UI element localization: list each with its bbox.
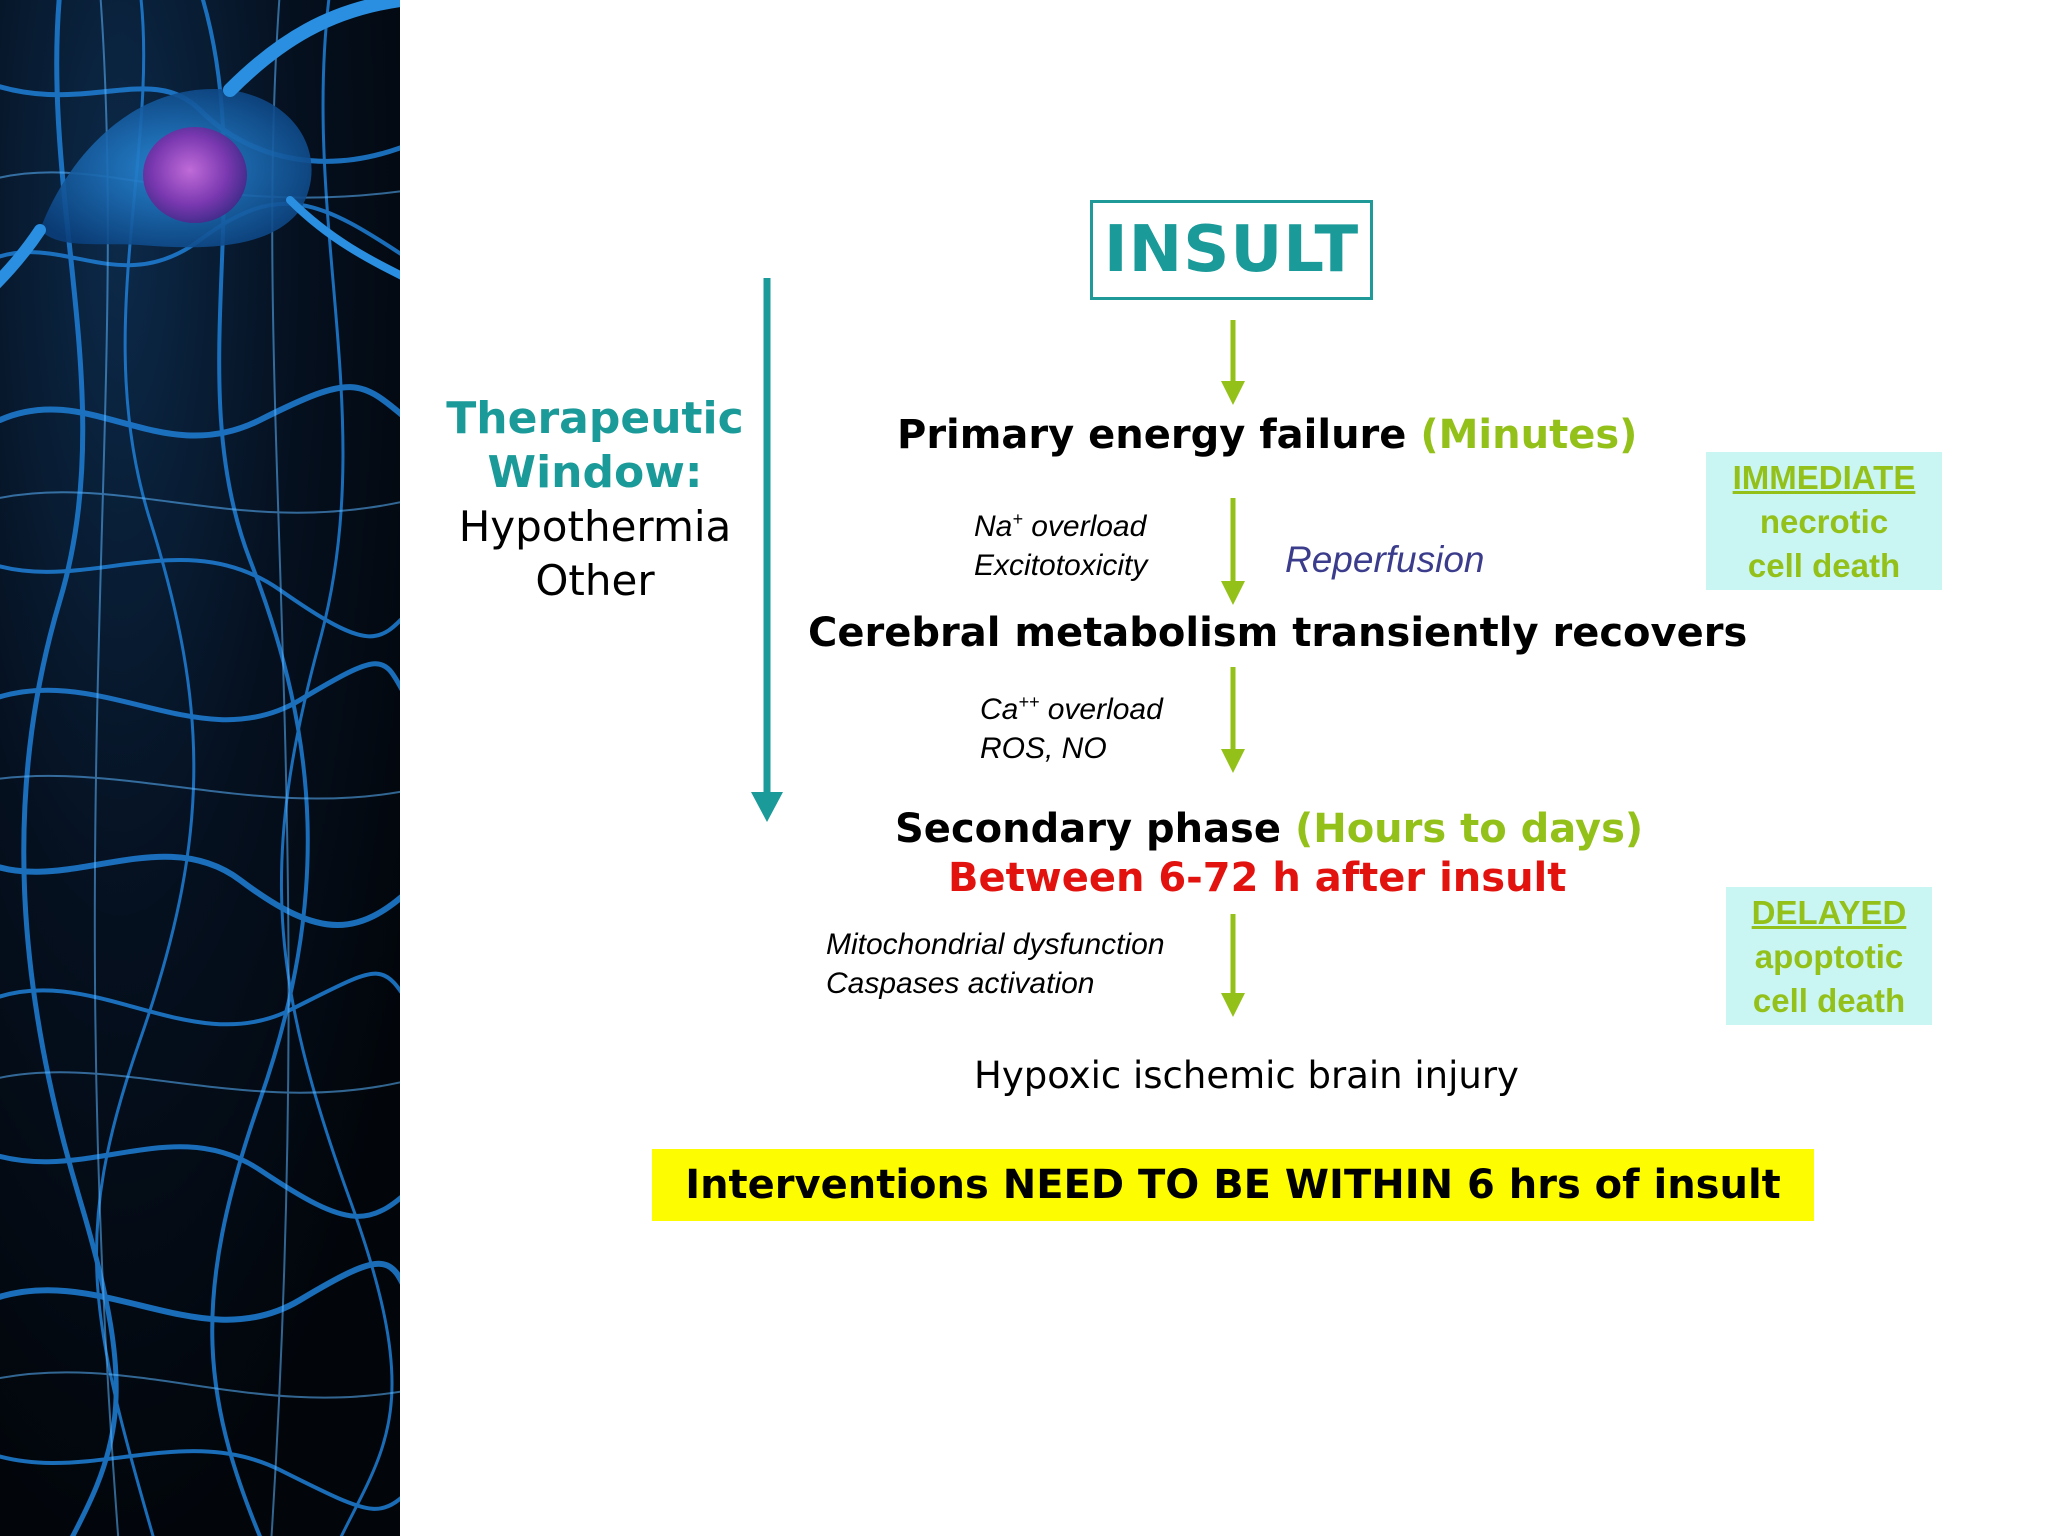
neuron-background-image	[0, 0, 400, 1536]
primary-phase-label: Primary energy failure	[897, 412, 1407, 458]
therapeutic-title-line1: Therapeutic	[446, 393, 744, 444]
therapeutic-item-hypothermia: Hypothermia	[458, 502, 732, 551]
secondary-phase-time: (Hours to days)	[1294, 806, 1644, 852]
delayed-line2: cell death	[1752, 982, 1906, 1019]
immediate-line1: necrotic	[1759, 503, 1889, 540]
insult-box: INSULT	[1090, 200, 1373, 300]
insult-label: INSULT	[1103, 213, 1360, 287]
arrow-secondary-to-outcome	[1221, 914, 1245, 1017]
reperfusion-label: Reperfusion	[1285, 539, 1485, 580]
secondary-phase-label: Secondary phase	[895, 806, 1281, 852]
immediate-line2: cell death	[1747, 547, 1901, 584]
recovery-phase: Cerebral metabolism transiently recovers	[808, 610, 1748, 656]
mechanism-caspases-activation: Caspases activation	[826, 967, 1095, 1000]
mechanism-ros-no: ROS, NO	[980, 732, 1107, 765]
therapeutic-window: Therapeutic Window: Hypothermia Other	[440, 392, 750, 608]
therapeutic-item-other: Other	[535, 556, 655, 605]
mechanism-na-overload: Na+ overload	[974, 509, 1147, 543]
outcome-label: Hypoxic ischemic brain injury	[974, 1054, 1519, 1097]
intervention-banner: Interventions NEED TO BE WITHIN 6 hrs of…	[652, 1149, 1814, 1221]
primary-phase: Primary energy failure (Minutes)	[897, 412, 1637, 458]
delayed-header: DELAYED	[1751, 894, 1907, 931]
mechanisms-primary: Na+ overload Excitotoxicity	[974, 500, 1147, 585]
primary-phase-time: (Minutes)	[1420, 412, 1638, 458]
intervention-banner-text: Interventions NEED TO BE WITHIN 6 hrs of…	[685, 1162, 1781, 1208]
mechanisms-secondary: Mitochondrial dysfunction Caspases activ…	[826, 925, 1165, 1003]
arrow-recovery-to-secondary	[1221, 667, 1245, 773]
immediate-cell-death-box: IMMEDIATE necrotic cell death	[1706, 452, 1942, 590]
delayed-line1: apoptotic	[1754, 938, 1904, 975]
arrow-insult-to-primary	[1221, 320, 1245, 405]
therapeutic-title-line2: Window:	[487, 447, 703, 498]
immediate-header: IMMEDIATE	[1732, 459, 1916, 496]
mechanism-ca-overload: Ca++ overload	[980, 692, 1163, 726]
mechanisms-recovery: Ca++ overload ROS, NO	[980, 683, 1163, 768]
mechanism-mitochondrial-dysfunction: Mitochondrial dysfunction	[826, 928, 1165, 961]
secondary-window: Between 6-72 h after insult	[948, 855, 1567, 901]
arrow-primary-to-recovery	[1221, 498, 1245, 605]
mechanism-excitotoxicity: Excitotoxicity	[974, 549, 1148, 582]
secondary-phase: Secondary phase (Hours to days)	[895, 806, 1643, 852]
delayed-cell-death-box: DELAYED apoptotic cell death	[1726, 887, 1932, 1025]
timeline-arrow	[751, 278, 783, 822]
